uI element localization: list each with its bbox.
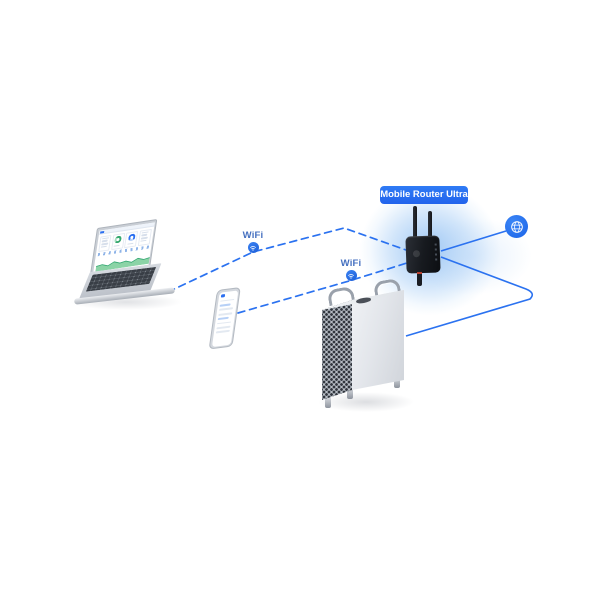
ring-chart-icon (127, 233, 136, 242)
wifi-link-phone: WiFi (331, 258, 371, 281)
router-bottom-antenna (417, 271, 422, 286)
phone (203, 284, 249, 360)
router-antenna-left (413, 206, 417, 240)
wifi-label: WiFi (242, 230, 264, 241)
dashboard-card (97, 234, 112, 252)
dashboard-card-donut (111, 232, 126, 250)
area-chart (94, 256, 154, 272)
phone-app-header (220, 294, 226, 298)
globe-icon (505, 215, 528, 238)
tower-foot (325, 397, 331, 408)
tower-foot (394, 377, 400, 388)
wifi-link-laptop: WiFi (233, 230, 273, 253)
laptop-screen (89, 218, 158, 276)
tower-side-panel (352, 290, 404, 390)
wifi-icon (247, 242, 259, 253)
dashboard-card (137, 228, 152, 246)
dashboard-card-ring (124, 230, 139, 248)
router-antenna-right (428, 211, 432, 240)
router-name-badge: Mobile Router Ultra (380, 186, 468, 204)
wifi-label: WiFi (340, 258, 362, 269)
router (400, 200, 450, 292)
tower-foot (347, 388, 353, 399)
router-body (405, 235, 441, 274)
laptop (70, 210, 188, 310)
phone-screen-ui (211, 289, 238, 347)
dashboard-logo (99, 230, 104, 234)
donut-chart-icon (114, 235, 123, 244)
desktop-tower (316, 277, 414, 412)
phone-body (208, 287, 241, 350)
tower-shadow (318, 392, 414, 412)
laptop-dashboard-ui (92, 221, 155, 273)
tower-front-grille (322, 300, 352, 400)
